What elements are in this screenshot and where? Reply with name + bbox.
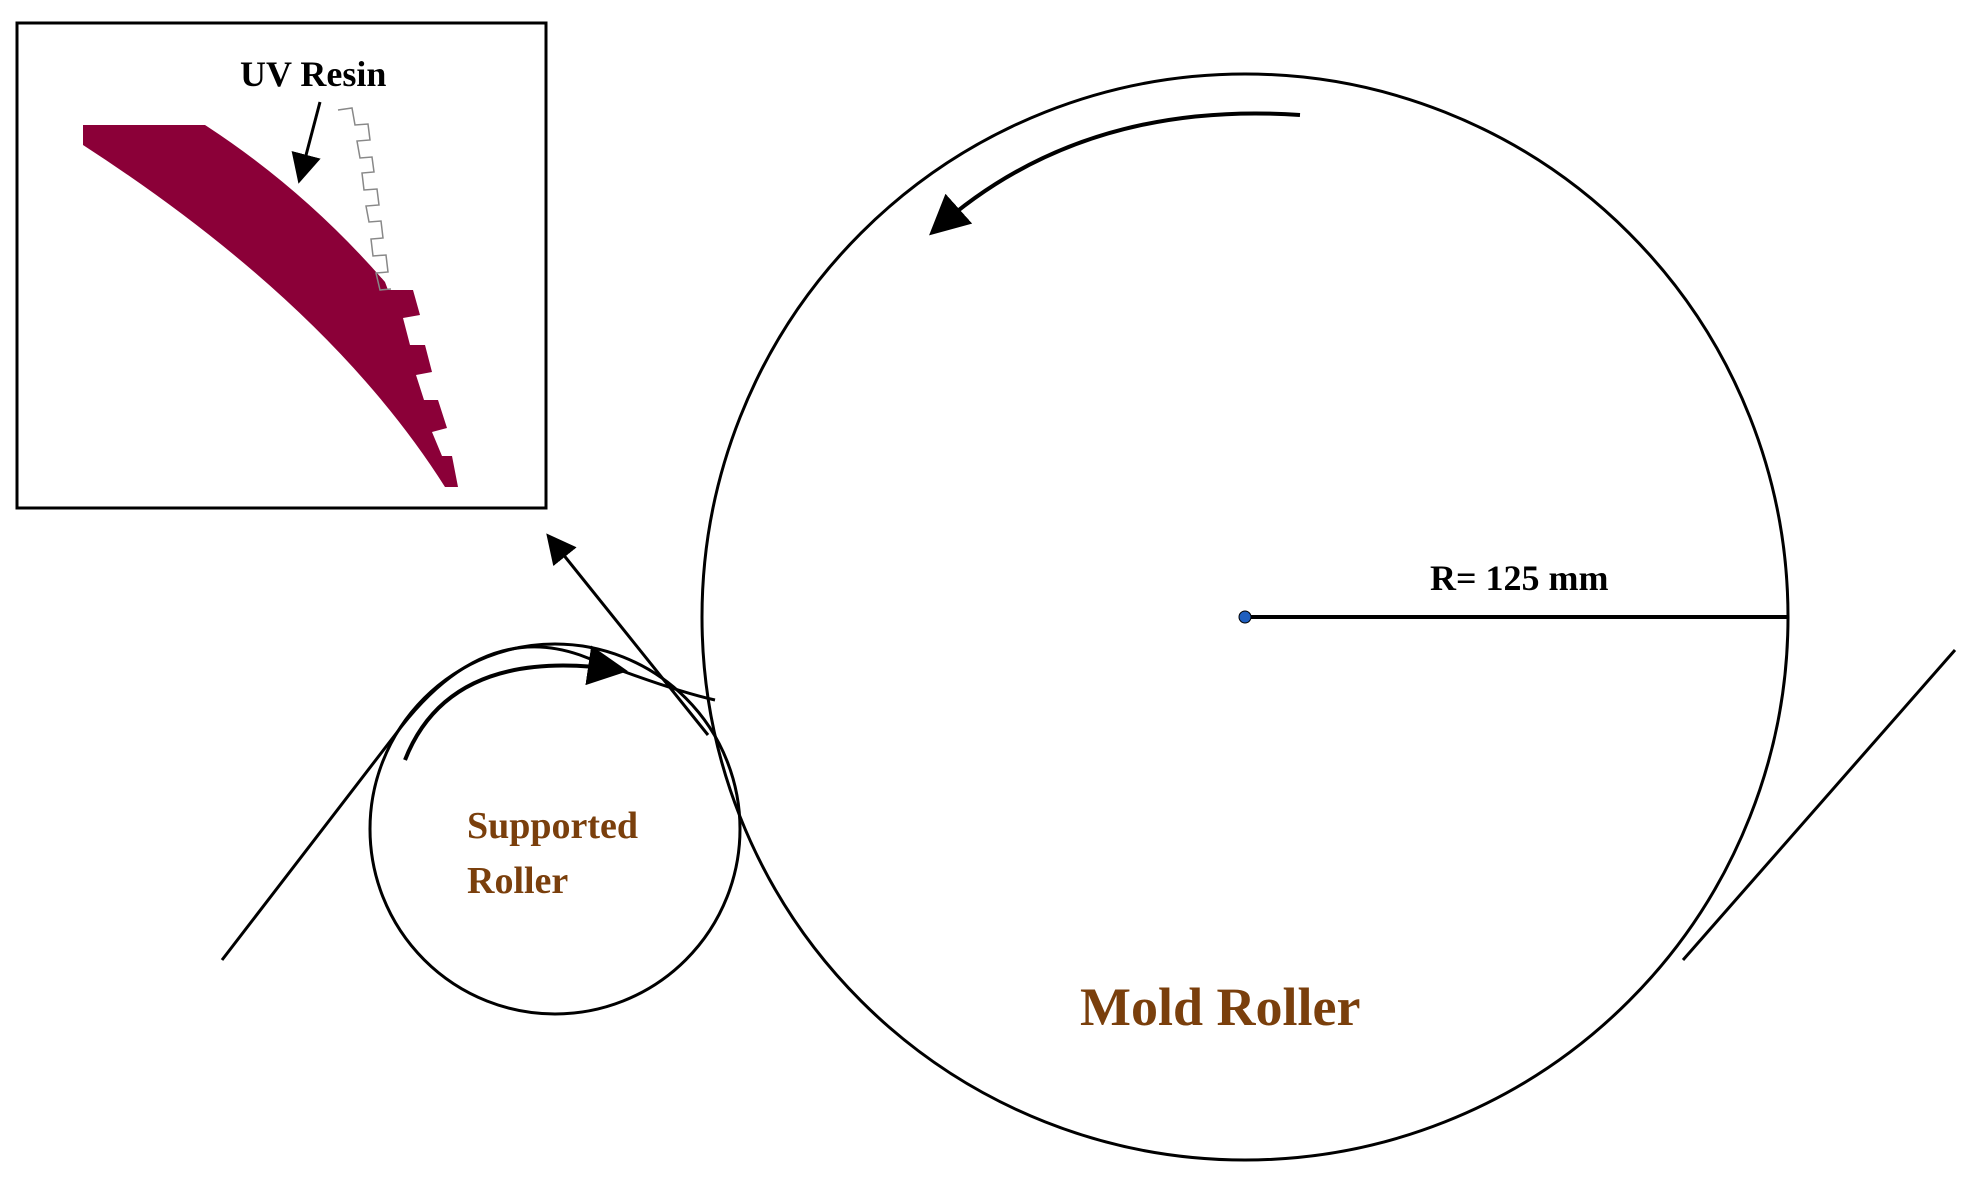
supported-rotation-arrow [403, 645, 628, 761]
mold-rotation-arrow [929, 111, 1301, 236]
uv-resin-pointer-arrow [291, 101, 322, 184]
supported-roller-circle [368, 642, 742, 1016]
uv-resin-band [83, 125, 458, 487]
supported-roller-label-line1: Supported [467, 805, 638, 847]
radius-label: R= 125 mm [1430, 558, 1609, 598]
film-exit-arrow [546, 533, 710, 736]
supported-roller-label-line2: Roller [467, 860, 568, 902]
film-path-right [1681, 649, 1957, 961]
film-path-left [220, 645, 716, 961]
uv-resin-label: UV Resin [240, 54, 386, 94]
center-dot [1238, 610, 1252, 624]
mold-teeth-outline [337, 107, 392, 291]
mold-roller-label: Mold Roller [1080, 977, 1360, 1037]
